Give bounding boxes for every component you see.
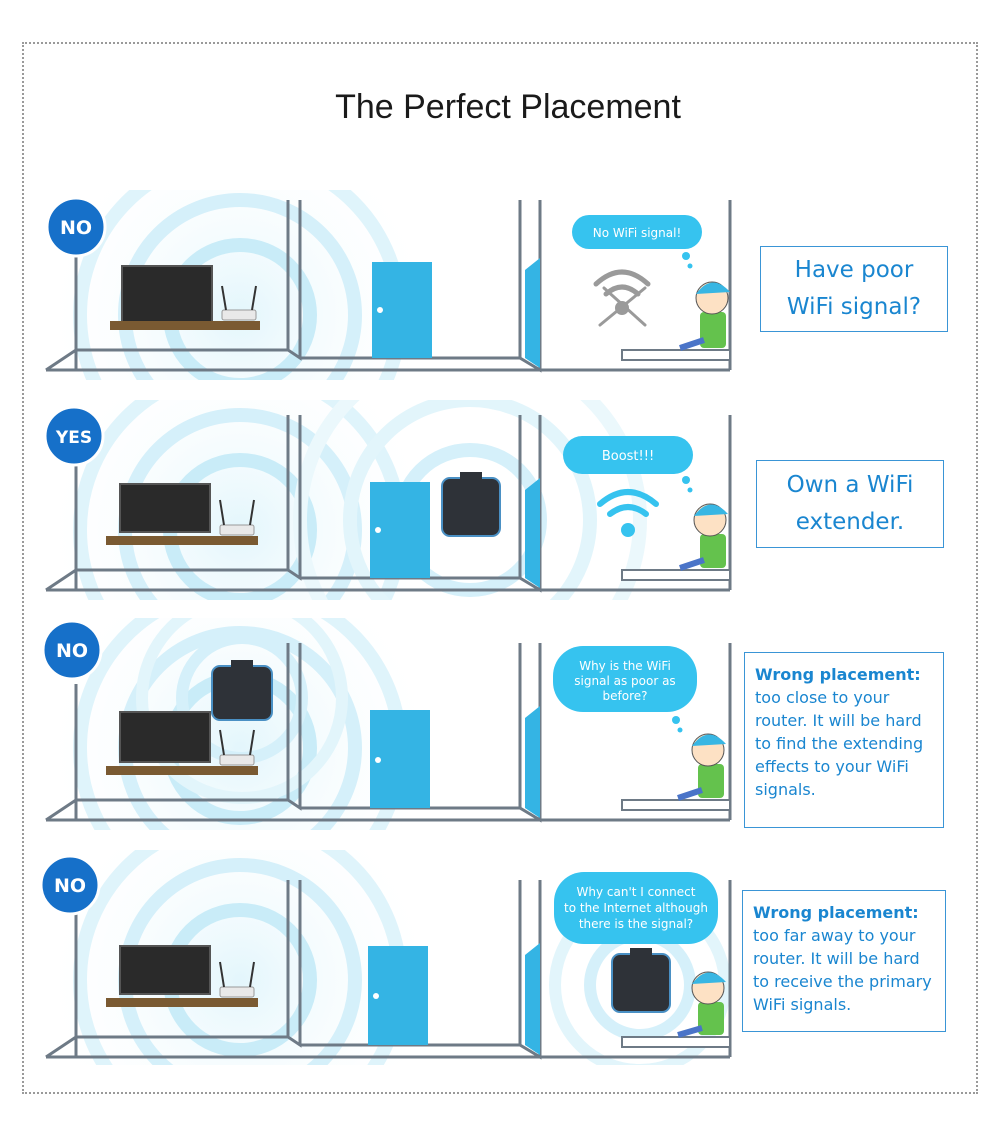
badge-label: YES [55,428,92,448]
tv [119,945,211,995]
info-box: Wrong placement: too far away to your ro… [742,890,946,1032]
wifi-extender-icon [611,948,671,1013]
info-line: Own a WiFi [786,472,914,498]
tv-shelf [106,998,258,1007]
speech-bubble: Why is the WiFi signal as poor as before… [553,646,697,733]
bubble-line: Why can't I connect [577,885,696,899]
no-badge-icon: NO [41,619,103,694]
router [219,729,255,766]
info-box: Wrong placement: too close to your route… [744,652,944,828]
wifi-full-signal-icon [597,489,659,517]
no-badge-icon: NO [45,196,107,258]
panel-1-illustration: No WiFi signal! NO [40,190,732,380]
bubble-line: signal as poor as [574,674,675,688]
side-door [525,478,540,588]
info-line: to find the extending [755,734,924,753]
no-badge-icon: NO [39,854,101,920]
router [219,961,255,998]
wifi-extender-icon [441,472,501,537]
router-signal-waves [40,850,440,1065]
wifi-extender-icon [211,660,273,721]
badge-label: NO [60,217,92,239]
side-door [525,943,540,1055]
router [219,499,255,536]
speech-bubble: Why can't I connect to the Internet alth… [554,872,718,944]
boy-figure [621,503,731,581]
info-line: effects to your WiFi [755,757,909,776]
tv [121,265,213,323]
boy-figure [621,971,731,1048]
page-title: The Perfect Placement [335,88,681,126]
tv [119,711,211,763]
panel-2-illustration: Boost!!! YES [40,400,732,600]
bubble-line: before? [603,689,648,703]
side-door [525,706,540,818]
bubble-line: Boost!!! [602,449,654,464]
info-line: signals. [755,780,816,799]
router [221,285,257,321]
speech-bubble: Boost!!! [563,436,693,493]
panel-1: No WiFi signal! NO Have poor WiFi signal… [0,190,1000,380]
bubble-line: there is the signal? [579,917,693,931]
speech-bubble: No WiFi signal! [572,215,702,269]
info-line: router. It will be hard [755,711,922,730]
boy-figure [621,733,731,811]
info-line: too close to your [755,688,890,707]
side-door [525,258,540,368]
info-line: extender. [795,509,905,535]
info-line: WiFi signals. [753,995,852,1014]
tv [119,483,211,533]
panel-2: Boost!!! YES Own a WiFi extender. [0,400,1000,600]
info-line: router. It will be hard [753,949,920,968]
tv-shelf [106,536,258,545]
badge-label: NO [56,640,88,662]
wifi-no-signal-icon [593,269,651,327]
info-heading: Wrong placement: [755,665,921,684]
info-box: Own a WiFi extender. [756,460,944,548]
panel-4: Why can't I connect to the Internet alth… [0,850,1000,1065]
panel-4-illustration: Why can't I connect to the Internet alth… [39,850,732,1065]
tv-shelf [110,321,260,330]
info-line: Have poor [794,257,914,283]
panel-3-illustration: Why is the WiFi signal as poor as before… [40,618,732,830]
bubble-line: No WiFi signal! [593,226,682,240]
badge-label: NO [54,875,86,897]
info-line: to receive the primary [753,972,932,991]
info-line: WiFi signal? [786,294,922,320]
boy-figure [621,281,731,361]
info-line: too far away to your [753,926,916,945]
yes-badge-icon: YES [43,405,105,467]
bubble-line: Why is the WiFi [579,659,671,673]
info-heading: Wrong placement: [753,903,919,922]
tv-shelf [106,766,258,775]
bubble-line: to the Internet although [564,901,708,915]
dotted-frame [22,42,978,1094]
panel-3: Why is the WiFi signal as poor as before… [0,618,1000,830]
info-box: Have poor WiFi signal? [760,246,948,332]
